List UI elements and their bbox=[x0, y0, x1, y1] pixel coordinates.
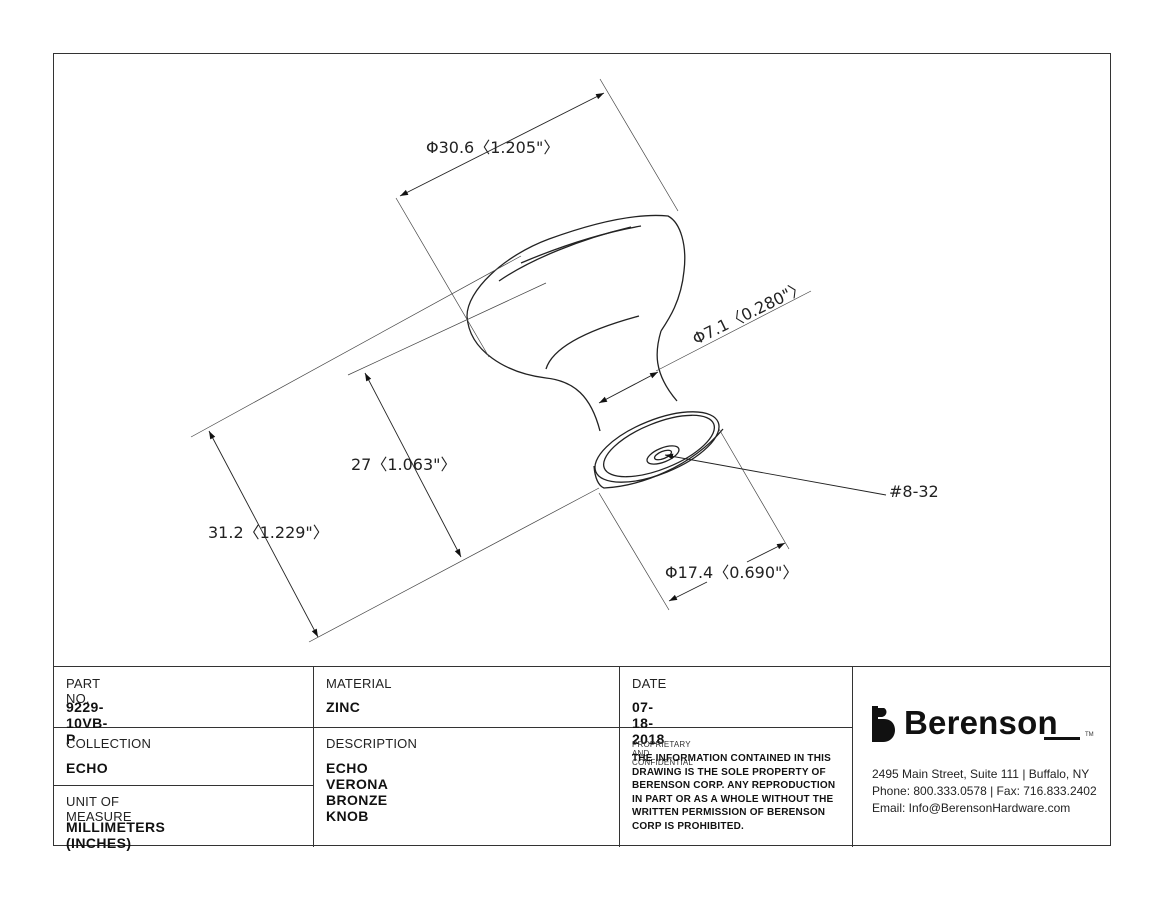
knob-technical-drawing: Φ30.6〈1.205"〉 Φ7.1〈0.280"〉 27〈1.063"〉 31… bbox=[190, 78, 939, 643]
description-value: ECHO VERONA BRONZE KNOB bbox=[326, 760, 388, 824]
material-value: ZINC bbox=[326, 699, 361, 715]
material-label: MATERIAL bbox=[326, 676, 392, 691]
knob-base-side bbox=[593, 428, 724, 489]
date-label: DATE bbox=[632, 676, 667, 691]
extension-lines bbox=[190, 78, 812, 643]
dim-line-top-diameter bbox=[399, 92, 605, 197]
proprietary-text: THE INFORMATION CONTAINED IN THIS DRAWIN… bbox=[632, 753, 836, 832]
knob-outline bbox=[466, 214, 724, 489]
company-name: Berenson bbox=[904, 704, 1058, 741]
dim-label-base-diameter: Φ17.4〈0.690"〉 bbox=[665, 563, 798, 582]
knob-inner-shoulder bbox=[545, 315, 640, 370]
dim-line-height-31 bbox=[208, 430, 319, 638]
collection-label: COLLECTION bbox=[66, 736, 152, 751]
brand-tm: TM bbox=[1085, 732, 1094, 738]
dim-label-height-27: 27〈1.063"〉 bbox=[351, 455, 457, 474]
part-no-value: 9229-10VB-P bbox=[66, 699, 108, 747]
company-address: 2495 Main Street, Suite 111 | Buffalo, N… bbox=[872, 767, 1090, 781]
knob-base-face bbox=[594, 411, 720, 483]
knob-neck-right bbox=[656, 330, 678, 402]
dim-label-thread: #8-32 bbox=[889, 482, 939, 501]
dim-label-neck-diameter: Φ7.1〈0.280"〉 bbox=[689, 278, 808, 349]
description-label: DESCRIPTION bbox=[326, 736, 418, 751]
date-value: 07-18-2018 bbox=[632, 699, 665, 747]
part-no-label: PART NO. bbox=[66, 676, 101, 706]
company-phone-fax: Phone: 800.333.0578 | Fax: 716.833.2402 bbox=[872, 784, 1097, 798]
knob-head-outline bbox=[466, 214, 686, 379]
collection-value: ECHO bbox=[66, 760, 109, 776]
thread-hole-outer bbox=[646, 445, 680, 465]
company-email[interactable]: Email: Info@BerensonHardware.com bbox=[872, 801, 1071, 815]
knob-neck-left bbox=[545, 377, 601, 432]
berenson-b-logo-icon bbox=[872, 706, 895, 742]
drawing-sheet: Φ30.6〈1.205"〉 Φ7.1〈0.280"〉 27〈1.063"〉 31… bbox=[53, 53, 1111, 851]
dimension-lines bbox=[208, 92, 887, 638]
proprietary-title: PROPRIETARY AND CONFIDENTIAL bbox=[632, 740, 694, 767]
uom-value: MILLIMETERS (INCHES) bbox=[66, 819, 166, 851]
dim-line-base-diameter-a bbox=[668, 581, 708, 602]
knob-rim-highlight-2 bbox=[520, 225, 642, 264]
dim-line-height-27 bbox=[364, 372, 462, 558]
thread-hole-inner bbox=[653, 449, 673, 461]
dim-label-top-diameter: Φ30.6〈1.205"〉 bbox=[426, 138, 559, 157]
dim-label-height-31: 31.2〈1.229"〉 bbox=[208, 523, 329, 542]
dim-line-neck-diameter bbox=[598, 371, 659, 404]
uom-label: UNIT OF MEASURE bbox=[66, 794, 132, 824]
knob-base-face-inner bbox=[602, 414, 716, 478]
brand-underline bbox=[1044, 737, 1080, 740]
thread-leader-line bbox=[664, 453, 887, 496]
dim-line-base-diameter-b bbox=[746, 542, 786, 563]
